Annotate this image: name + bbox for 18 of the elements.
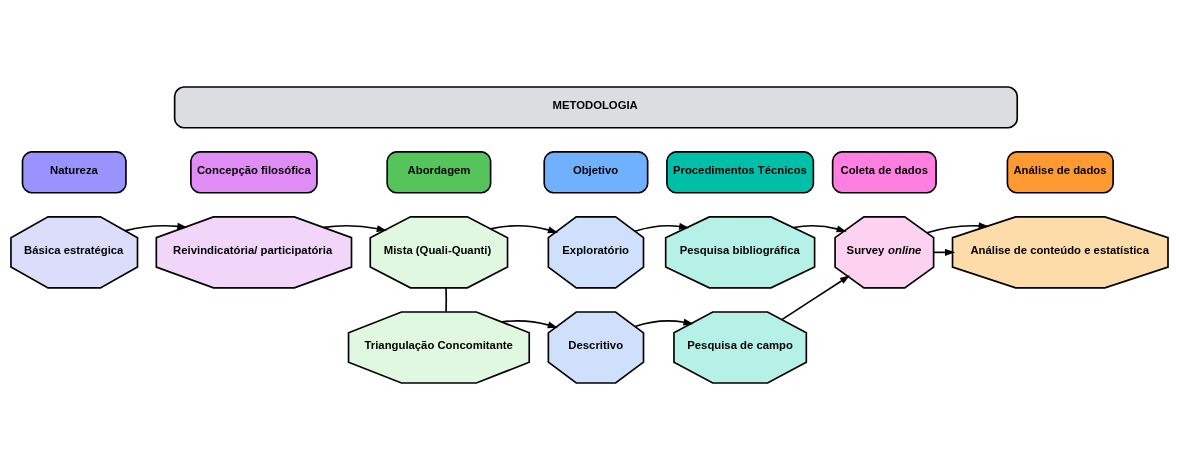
node-box: Procedimentos Técnicos [666,150,815,194]
node-box: Concepção filosófica [190,150,318,194]
node-box: Abordagem [386,150,492,194]
node-box: Análise de dados [1006,150,1114,194]
node-box: METODOLOGIA [173,85,1019,129]
arrow [792,224,847,232]
arrow [634,222,690,232]
arrow [124,222,188,231]
arrow [634,318,694,327]
arrow [489,224,559,233]
arrow [781,274,851,320]
arrow [322,224,387,232]
arrow [926,221,989,234]
node-box: Natureza [21,150,127,194]
arrow [500,319,558,328]
node-box: Coleta de dados [831,150,937,194]
node-box: Objetivo [543,150,649,194]
connector [445,286,448,313]
